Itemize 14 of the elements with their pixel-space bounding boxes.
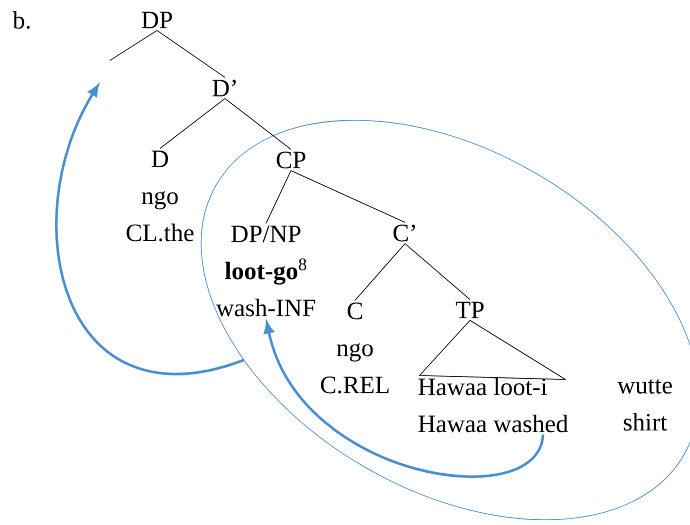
tree-branch (290, 170, 406, 223)
gloss-text: wutte shirt (617, 379, 672, 431)
tree-label: DP (142, 12, 172, 28)
tree-label: DP/NP loot-go$^{8}$ wash-INF (216, 226, 316, 316)
tree-label: TP (456, 302, 484, 318)
tree-branch (266, 170, 292, 224)
tree-label: CP (276, 152, 306, 168)
tree-branch (156, 30, 226, 78)
tree-branch (110, 30, 158, 61)
tree-branch (224, 98, 292, 150)
tree-branch (404, 243, 470, 300)
tree-branch (354, 243, 406, 301)
tree-label: C’ (394, 224, 416, 242)
item-label: b. (12, 11, 30, 29)
